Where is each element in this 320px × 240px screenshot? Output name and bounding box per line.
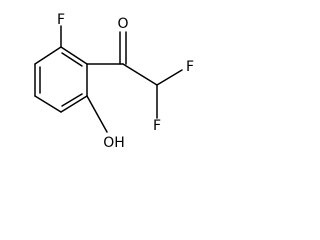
ring-bond-c1-c2 <box>60 46 88 65</box>
ring-double-bond-inner-lower <box>61 93 83 107</box>
fluorine-lower-label: F <box>153 118 161 134</box>
bond-ring-hydroxyl <box>86 95 108 133</box>
ring-bond-c5-c6 <box>60 95 88 113</box>
ring-double-bond-inner-upper <box>61 52 83 67</box>
benzene-ring <box>34 46 88 113</box>
fluorine-upper-label: F <box>186 59 194 75</box>
carbonyl-oxygen-label: O <box>117 16 128 32</box>
bond-cf2-fluorine-upper <box>156 69 183 86</box>
hydroxyl-label: OH <box>103 135 125 151</box>
fluorine-ring-label: F <box>57 12 65 28</box>
bond-carbonyl-to-cf2 <box>122 63 158 86</box>
chemical-structure: F O F F OH <box>34 12 194 151</box>
ring-bond-c2-c3 <box>34 46 62 65</box>
ring-bond-c4-c5 <box>34 95 62 113</box>
